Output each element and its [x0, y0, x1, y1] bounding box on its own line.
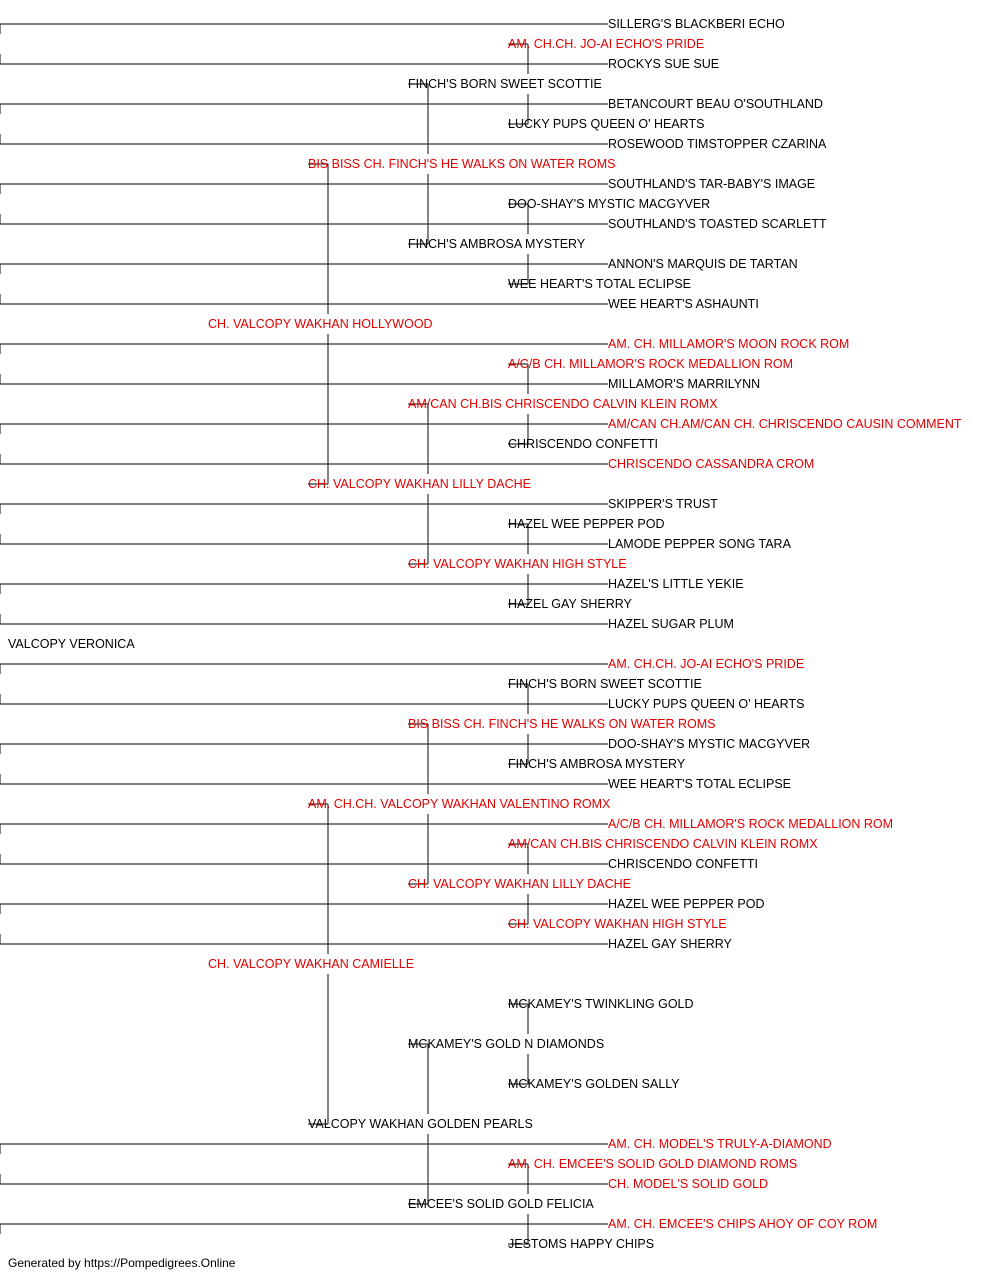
- pedigree-entry-gen4: HAZEL GAY SHERRY: [508, 597, 633, 611]
- pedigree-entry-gen5: WEE HEART'S TOTAL ECLIPSE: [608, 777, 791, 791]
- pedigree-entry-gen4: AM/CAN CH.BIS CHRISCENDO CALVIN KLEIN RO…: [508, 837, 818, 851]
- pedigree-entry-gen5: AM. CH. MODEL'S TRULY-A-DIAMOND: [608, 1137, 832, 1151]
- footer-credit: Generated by https://Pompedigrees.Online: [8, 1256, 236, 1270]
- pedigree-entry-gen4: FINCH'S BORN SWEET SCOTTIE: [508, 677, 702, 691]
- pedigree-entry-gen5: SOUTHLAND'S TOASTED SCARLETT: [608, 217, 827, 231]
- pedigree-entry-gen2: AM. CH.CH. VALCOPY WAKHAN VALENTINO ROMX: [308, 797, 611, 811]
- pedigree-entry-gen4: AM. CH.CH. JO-AI ECHO'S PRIDE: [508, 37, 704, 51]
- pedigree-entry-gen5: SILLERG'S BLACKBERI ECHO: [608, 17, 785, 31]
- pedigree-entry-gen4: DOO-SHAY'S MYSTIC MACGYVER: [508, 197, 710, 211]
- pedigree-entry-gen5: HAZEL GAY SHERRY: [608, 937, 733, 951]
- pedigree-entry-gen5: LAMODE PEPPER SONG TARA: [608, 537, 792, 551]
- pedigree-entry-gen5: CHRISCENDO CASSANDRA CROM: [608, 457, 814, 471]
- pedigree-entry-gen3: BIS BISS CH. FINCH'S HE WALKS ON WATER R…: [408, 717, 716, 731]
- pedigree-entry-gen5: DOO-SHAY'S MYSTIC MACGYVER: [608, 737, 810, 751]
- pedigree-entry-gen5: AM. CH.CH. JO-AI ECHO'S PRIDE: [608, 657, 804, 671]
- pedigree-entry-gen3: CH. VALCOPY WAKHAN LILLY DACHE: [408, 877, 631, 891]
- pedigree-entry-gen5: LUCKY PUPS QUEEN O' HEARTS: [608, 697, 804, 711]
- pedigree-entry-gen2: CH. VALCOPY WAKHAN LILLY DACHE: [308, 477, 531, 491]
- pedigree-entry-gen4: CHRISCENDO CONFETTI: [508, 437, 658, 451]
- pedigree-entry-gen5: A/C/B CH. MILLAMOR'S ROCK MEDALLION ROM: [608, 817, 893, 831]
- pedigree-entry-gen5: HAZEL SUGAR PLUM: [608, 617, 734, 631]
- pedigree-entry-gen5: SKIPPER'S TRUST: [608, 497, 718, 511]
- pedigree-entry-gen5: ROCKYS SUE SUE: [608, 57, 719, 71]
- pedigree-entry-gen2: BIS BISS CH. FINCH'S HE WALKS ON WATER R…: [308, 157, 616, 171]
- pedigree-entry-gen5: MILLAMOR'S MARRILYNN: [608, 377, 760, 391]
- pedigree-entry-gen4: FINCH'S AMBROSA MYSTERY: [508, 757, 686, 771]
- pedigree-entry-gen5: SOUTHLAND'S TAR-BABY'S IMAGE: [608, 177, 815, 191]
- pedigree-entry-gen4: LUCKY PUPS QUEEN O' HEARTS: [508, 117, 704, 131]
- pedigree-entry-gen3: FINCH'S BORN SWEET SCOTTIE: [408, 77, 602, 91]
- pedigree-entry-gen5: AM/CAN CH.AM/CAN CH. CHRISCENDO CAUSIN C…: [608, 417, 962, 431]
- pedigree-entry-gen4: JESTOMS HAPPY CHIPS: [508, 1237, 654, 1250]
- pedigree-tree: VALCOPY VERONICA CH. VALCOPY WAKHAN HOLLY…: [0, 17, 962, 1250]
- pedigree-entry-gen3: EMCEE'S SOLID GOLD FELICIA: [408, 1197, 594, 1211]
- pedigree-entry-gen5: ANNON'S MARQUIS DE TARTAN: [608, 257, 798, 271]
- pedigree-entry-gen4: HAZEL WEE PEPPER POD: [508, 517, 665, 531]
- pedigree-entry-gen0: VALCOPY VERONICA: [8, 637, 135, 651]
- pedigree-entry-gen4: A/C/B CH. MILLAMOR'S ROCK MEDALLION ROM: [508, 357, 793, 371]
- pedigree-entry-gen5: HAZEL'S LITTLE YEKIE: [608, 577, 744, 591]
- pedigree-entry-gen3: MCKAMEY'S GOLD N DIAMONDS: [408, 1037, 604, 1051]
- pedigree-entry-gen4: CH. VALCOPY WAKHAN HIGH STYLE: [508, 917, 727, 931]
- pedigree-entry-gen5: ROSEWOOD TIMSTOPPER CZARINA: [608, 137, 827, 151]
- pedigree-entry-gen4: MCKAMEY'S TWINKLING GOLD: [508, 997, 694, 1011]
- pedigree-entry-gen5: AM. CH. MILLAMOR'S MOON ROCK ROM: [608, 337, 849, 351]
- pedigree-entry-gen3: CH. VALCOPY WAKHAN HIGH STYLE: [408, 557, 627, 571]
- pedigree-entry-gen2: VALCOPY WAKHAN GOLDEN PEARLS: [308, 1117, 533, 1131]
- pedigree-entry-gen4: MCKAMEY'S GOLDEN SALLY: [508, 1077, 680, 1091]
- pedigree-entry-gen5: WEE HEART'S ASHAUNTI: [608, 297, 759, 311]
- pedigree-entry-gen5: CHRISCENDO CONFETTI: [608, 857, 758, 871]
- pedigree-entry-gen3: AM/CAN CH.BIS CHRISCENDO CALVIN KLEIN RO…: [408, 397, 718, 411]
- pedigree-entry-gen1: CH. VALCOPY WAKHAN HOLLYWOOD: [208, 317, 433, 331]
- pedigree-entry-gen5: HAZEL WEE PEPPER POD: [608, 897, 765, 911]
- pedigree-entry-gen5: BETANCOURT BEAU O'SOUTHLAND: [608, 97, 823, 111]
- pedigree-entry-gen4: WEE HEART'S TOTAL ECLIPSE: [508, 277, 691, 291]
- pedigree-entry-gen5: AM. CH. EMCEE'S CHIPS AHOY OF COY ROM: [608, 1217, 877, 1231]
- pedigree-entry-gen5: CH. MODEL'S SOLID GOLD: [608, 1177, 768, 1191]
- pedigree-entry-gen3: FINCH'S AMBROSA MYSTERY: [408, 237, 586, 251]
- pedigree-entry-gen1: CH. VALCOPY WAKHAN CAMIELLE: [208, 957, 414, 971]
- pedigree-entry-gen4: AM. CH. EMCEE'S SOLID GOLD DIAMOND ROMS: [508, 1157, 797, 1171]
